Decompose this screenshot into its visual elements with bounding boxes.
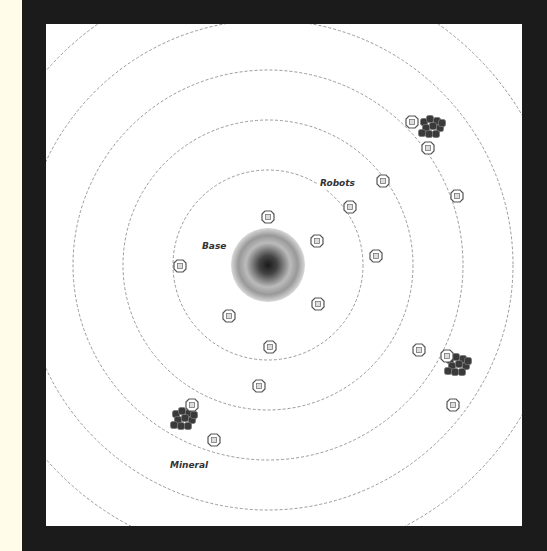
robot-icon — [451, 190, 463, 202]
robot-icon — [223, 310, 235, 322]
mineral-chunk — [171, 422, 178, 429]
robot-icon — [406, 116, 418, 128]
robot-icon — [264, 341, 276, 353]
mineral-chunk — [452, 369, 459, 376]
robot-icon — [208, 434, 220, 446]
mineral-chunk — [430, 123, 437, 130]
panel — [46, 24, 522, 526]
mineral-chunk — [178, 423, 185, 430]
mineral-chunk — [179, 408, 186, 415]
mineral-chunk — [433, 131, 440, 138]
mineral-chunk — [185, 423, 192, 430]
robot-icon — [447, 399, 459, 411]
mineral-chunk — [191, 412, 198, 419]
frame — [22, 0, 547, 551]
robot-icon — [441, 350, 453, 362]
region-label: Robots — [318, 178, 357, 189]
orbit-ring — [173, 170, 363, 360]
robot-icons — [174, 116, 463, 446]
region-label: Base — [200, 241, 228, 252]
mineral-chunk — [427, 116, 434, 123]
robot-icon — [186, 399, 198, 411]
robot-icon — [174, 260, 186, 272]
orbit-ring — [73, 70, 463, 460]
mineral-clusters — [171, 116, 472, 430]
mineral-chunk — [426, 131, 433, 138]
orbit-ring — [46, 24, 513, 510]
robot-icon — [262, 211, 274, 223]
mineral-chunk — [465, 358, 472, 365]
orbit-rings — [46, 24, 522, 526]
robot-icon — [422, 142, 434, 154]
robot-icon — [312, 298, 324, 310]
base-symbol — [231, 228, 305, 302]
mineral-chunk — [419, 130, 426, 137]
orbit-ring — [46, 24, 522, 526]
robot-icon — [377, 175, 389, 187]
mineral-chunk — [445, 368, 452, 375]
region-label: Mineral — [168, 460, 210, 471]
robot-icon — [413, 344, 425, 356]
mineral-chunk — [182, 415, 189, 422]
mineral-chunk — [439, 120, 446, 127]
robot-icon — [344, 201, 356, 213]
robot-icon — [311, 235, 323, 247]
mineral-chunk — [456, 361, 463, 368]
mineral-chunk — [459, 369, 466, 376]
orbit-ring — [123, 120, 413, 410]
robot-icon — [370, 250, 382, 262]
robot-icon — [253, 380, 265, 392]
